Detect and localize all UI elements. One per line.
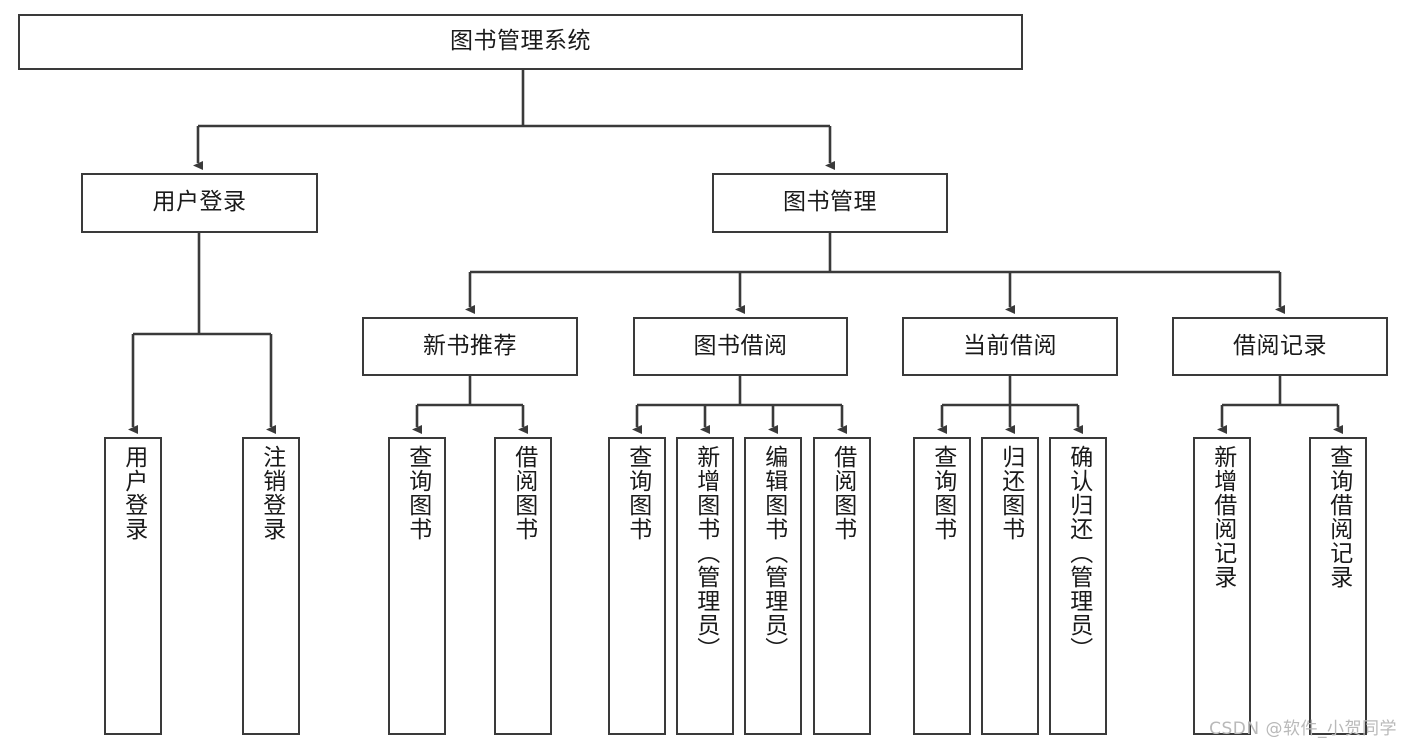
node-root-book-management-system[interactable]: 图书管理系统 (18, 14, 1023, 70)
leaf-borrow-books-new-book[interactable]: 借阅图书 (494, 437, 552, 735)
leaf-query-books-borrow[interactable]: 查询图书 (608, 437, 666, 735)
leaf-query-books-current[interactable]: 查询图书 (913, 437, 971, 735)
node-label: 图书管理系统 (450, 28, 591, 55)
node-new-book-recommendation[interactable]: 新书推荐 (362, 317, 578, 376)
node-label: 用户登录 (152, 189, 247, 216)
node-label: 查询图书 (404, 445, 431, 541)
node-label: 归还图书 (997, 445, 1024, 541)
node-label: 借阅图书 (829, 445, 856, 541)
node-book-borrowing[interactable]: 图书借阅 (633, 317, 848, 376)
node-label: 注销登录 (258, 445, 285, 541)
node-label: 图书管理 (783, 189, 877, 216)
node-label: 确认归还（管理员） (1065, 445, 1092, 661)
node-label: 查询图书 (929, 445, 956, 541)
node-label: 借阅图书 (510, 445, 537, 541)
leaf-logout[interactable]: 注销登录 (242, 437, 300, 735)
node-label: 查询借阅记录 (1325, 445, 1352, 589)
leaf-return-books[interactable]: 归还图书 (981, 437, 1039, 735)
node-label: 借阅记录 (1233, 332, 1327, 359)
watermark-text: CSDN @软件_小贺同学 (1209, 719, 1397, 739)
node-label: 新增借阅记录 (1209, 445, 1236, 589)
node-label: 新增图书（管理员） (692, 445, 719, 661)
node-label: 编辑图书（管理员） (760, 445, 787, 661)
leaf-user-login[interactable]: 用户登录 (104, 437, 162, 735)
node-label: 图书借阅 (693, 332, 788, 359)
leaf-add-borrow-record[interactable]: 新增借阅记录 (1193, 437, 1251, 735)
node-label: 新书推荐 (423, 332, 517, 359)
node-borrowing-records[interactable]: 借阅记录 (1172, 317, 1388, 376)
leaf-confirm-return-admin[interactable]: 确认归还（管理员） (1049, 437, 1107, 735)
leaf-borrow-books[interactable]: 借阅图书 (813, 437, 871, 735)
leaf-query-borrow-record[interactable]: 查询借阅记录 (1309, 437, 1367, 735)
node-label: 当前借阅 (963, 332, 1057, 359)
node-current-borrowing[interactable]: 当前借阅 (902, 317, 1118, 376)
node-user-login[interactable]: 用户登录 (81, 173, 318, 233)
node-label: 用户登录 (120, 445, 147, 541)
node-book-management[interactable]: 图书管理 (712, 173, 948, 233)
leaf-query-books-new-book[interactable]: 查询图书 (388, 437, 446, 735)
node-label: 查询图书 (624, 445, 651, 541)
leaf-edit-book-admin[interactable]: 编辑图书（管理员） (744, 437, 802, 735)
leaf-add-book-admin[interactable]: 新增图书（管理员） (676, 437, 734, 735)
